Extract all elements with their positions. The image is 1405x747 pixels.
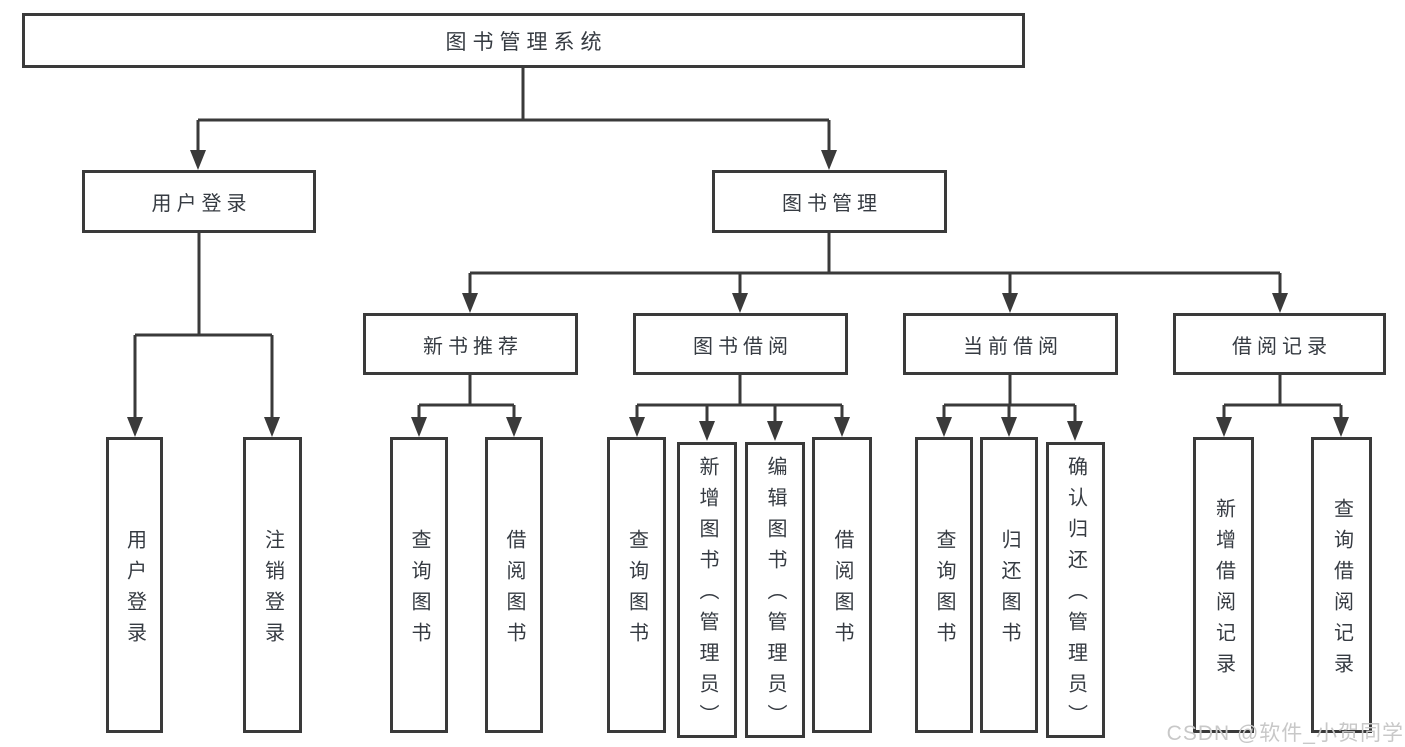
leaf-user-login: 用户登录 bbox=[106, 437, 163, 733]
node-label: 查询图书 bbox=[933, 528, 955, 653]
leaf-query-book-3: 查询图书 bbox=[915, 437, 973, 733]
leaf-edit-book-admin: 编辑图书（管理员） bbox=[745, 442, 805, 738]
node-label: 注销登录 bbox=[261, 528, 284, 653]
leaf-borrow-book-1: 借阅图书 bbox=[485, 437, 543, 733]
leaf-query-book-2: 查询图书 bbox=[607, 437, 666, 733]
leaf-confirm-return-admin: 确认归还（管理员） bbox=[1046, 442, 1105, 738]
node-book-management: 图书管理 bbox=[712, 170, 947, 233]
node-label: 借阅记录 bbox=[1232, 335, 1332, 358]
leaf-query-book-1: 查询图书 bbox=[390, 437, 448, 733]
node-user-login: 用户登录 bbox=[82, 170, 316, 233]
leaf-add-borrow-record: 新增借阅记录 bbox=[1193, 437, 1254, 733]
node-label: 图书管理系统 bbox=[445, 30, 608, 54]
node-label: 确认归还（管理员） bbox=[1064, 456, 1087, 735]
node-label: 用户登录 bbox=[151, 193, 252, 215]
node-label: 借阅图书 bbox=[503, 528, 525, 653]
connector-lines bbox=[133, 68, 1343, 424]
node-label: 查询图书 bbox=[408, 528, 430, 653]
node-current-borrow: 当前借阅 bbox=[903, 313, 1118, 375]
node-borrow-record: 借阅记录 bbox=[1173, 313, 1386, 375]
leaf-query-borrow-record: 查询借阅记录 bbox=[1311, 437, 1372, 733]
node-label: 归还图书 bbox=[998, 528, 1020, 653]
node-label: 新书推荐 bbox=[423, 335, 523, 358]
node-label: 查询借阅记录 bbox=[1330, 497, 1353, 684]
leaf-return-book: 归还图书 bbox=[980, 437, 1038, 733]
leaf-borrow-book-2: 借阅图书 bbox=[812, 437, 872, 733]
node-new-book-recommend: 新书推荐 bbox=[363, 313, 578, 375]
node-label: 编辑图书（管理员） bbox=[764, 456, 786, 735]
node-label: 新增借阅记录 bbox=[1212, 497, 1235, 684]
node-label: 当前借阅 bbox=[963, 335, 1063, 358]
node-label: 查询图书 bbox=[625, 528, 648, 653]
node-book-borrow: 图书借阅 bbox=[633, 313, 848, 375]
node-label: 借阅图书 bbox=[831, 528, 853, 653]
leaf-add-book-admin: 新增图书（管理员） bbox=[677, 442, 737, 738]
arrow-down-icons bbox=[127, 150, 1349, 441]
csdn-watermark: CSDN @软件_小贺同学 bbox=[1166, 722, 1404, 745]
node-label: 图书管理 bbox=[782, 193, 882, 215]
node-label: 图书借阅 bbox=[693, 335, 793, 358]
leaf-logout: 注销登录 bbox=[243, 437, 302, 733]
node-label: 新增图书（管理员） bbox=[696, 456, 718, 735]
node-label: 用户登录 bbox=[123, 528, 146, 653]
node-root: 图书管理系统 bbox=[22, 13, 1025, 68]
